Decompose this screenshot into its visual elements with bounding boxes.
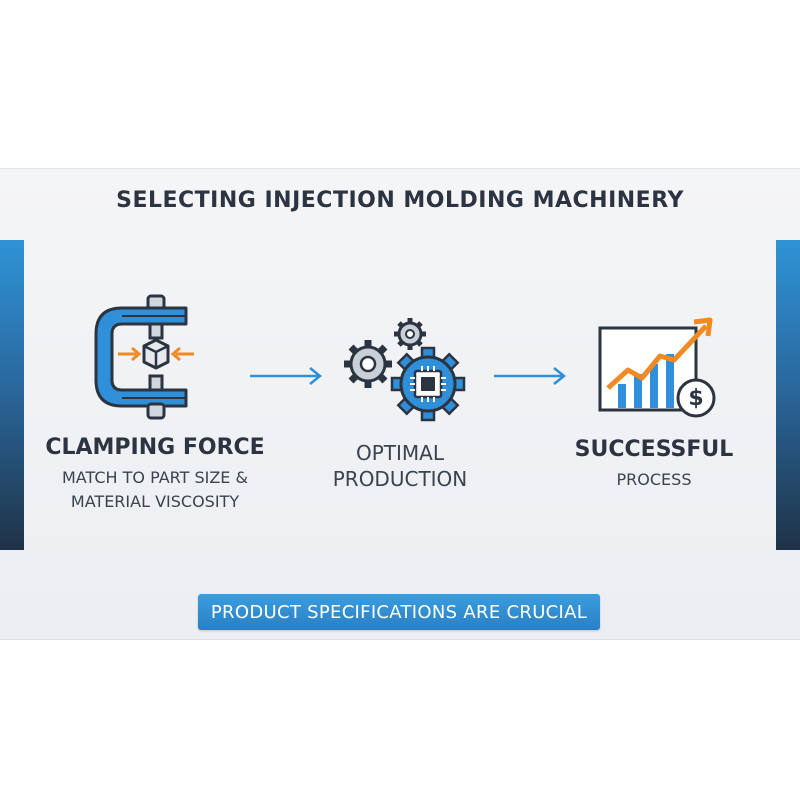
right-accent-bar: [776, 240, 800, 550]
step-heading-line: OPTIMAL: [356, 441, 444, 465]
arrow-right-icon: [250, 367, 323, 385]
step-heading: CLAMPING FORCE: [45, 435, 265, 460]
step-optimal-production: OPTIMAL PRODUCTION: [300, 440, 500, 492]
clamp-icon: [94, 294, 194, 420]
gears-chip-icon: [344, 318, 466, 422]
arrow-right-icon: [494, 367, 567, 385]
svg-text:$: $: [688, 386, 703, 411]
step-heading: SUCCESSFUL: [574, 437, 734, 462]
step-subtitle-line: MATERIAL VISCOSITY: [70, 492, 240, 511]
infographic-title: SELECTING INJECTION MOLDING MACHINERY: [116, 188, 684, 213]
growth-chart-dollar-icon: $: [598, 317, 716, 418]
step-subtitle: PROCESS: [616, 470, 692, 489]
step-clamping-force: CLAMPING FORCE MATCH TO PART SIZE & MATE…: [40, 434, 270, 514]
step-subtitle-line: MATCH TO PART SIZE &: [62, 468, 248, 487]
step-successful-process: SUCCESSFUL PROCESS: [554, 436, 754, 492]
left-accent-bar: [0, 240, 24, 550]
step-heading-line: PRODUCTION: [332, 467, 468, 491]
specifications-banner: PRODUCT SPECIFICATIONS ARE CRUCIAL: [198, 594, 600, 630]
